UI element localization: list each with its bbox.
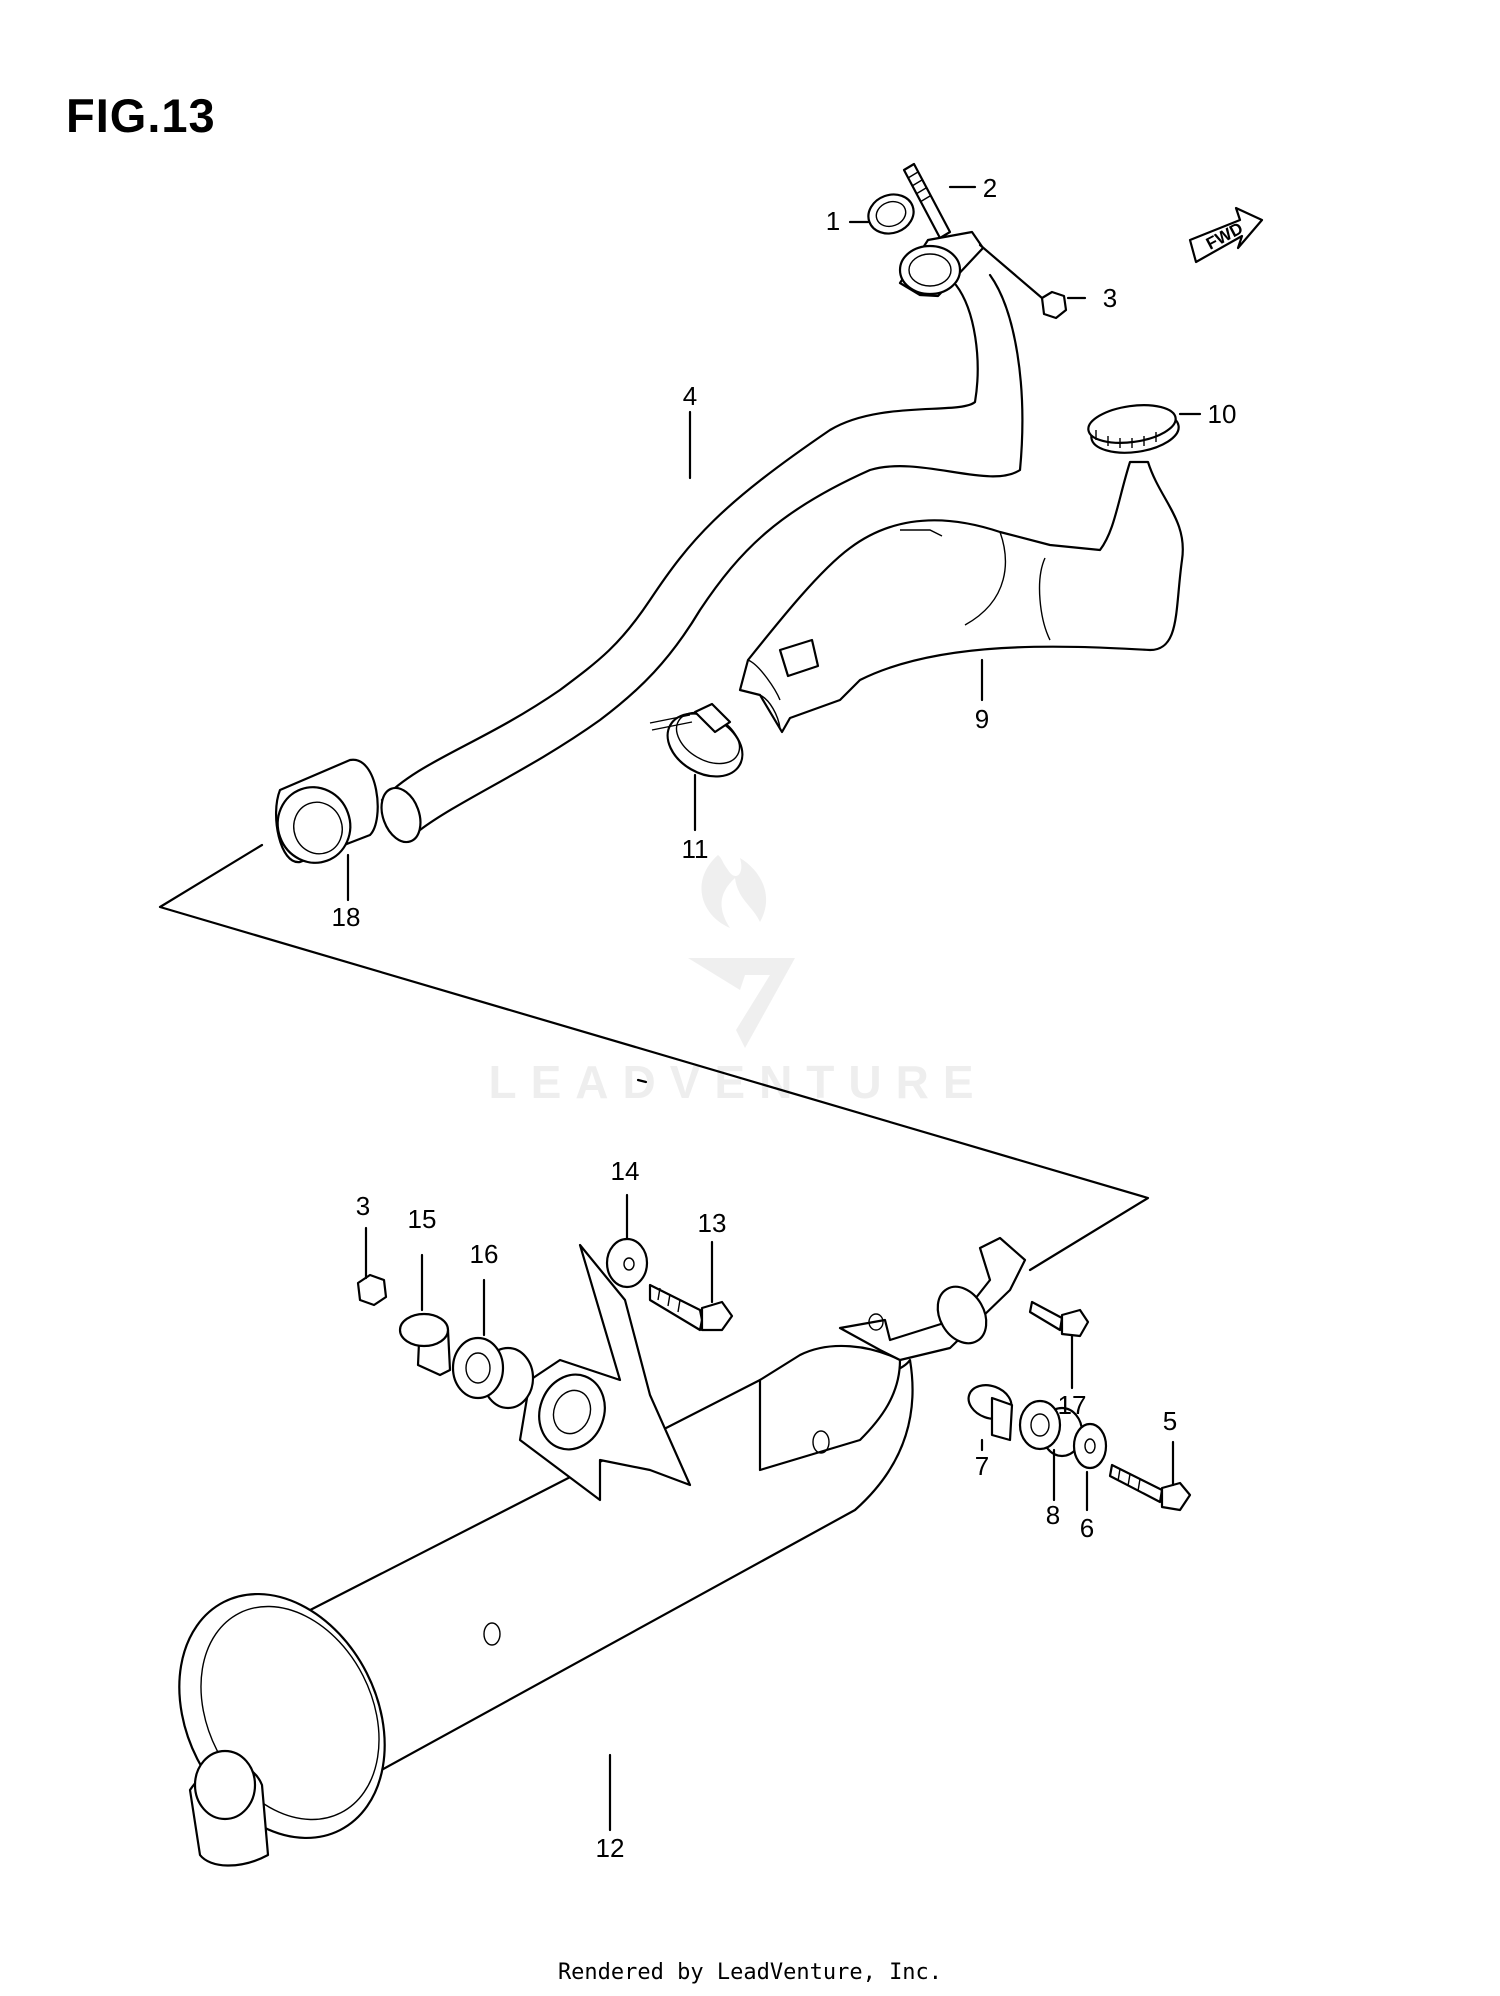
part-muffler xyxy=(178,1344,914,1867)
part-nut-lower xyxy=(356,1226,388,1307)
part-grommet-16 xyxy=(451,1278,535,1410)
part-washer-6 xyxy=(1072,1422,1108,1512)
callout-13: 13 xyxy=(698,1208,727,1238)
part-bolt-13 xyxy=(648,1240,734,1332)
callout-16: 16 xyxy=(470,1239,499,1269)
callout-3-upper: 3 xyxy=(1103,283,1117,313)
footer-credit: Rendered by LeadVenture, Inc. xyxy=(557,1960,943,1985)
part-exhaust-pipe xyxy=(380,230,1024,844)
part-hose-clamp xyxy=(649,702,744,778)
assembly-outline xyxy=(158,843,1150,1272)
callout-18: 18 xyxy=(332,902,361,932)
callout-10: 10 xyxy=(1208,399,1237,429)
callout-7: 7 xyxy=(975,1451,989,1481)
part-collar-7 xyxy=(967,1384,1014,1452)
leader-lines xyxy=(346,185,1202,1832)
part-gasket xyxy=(867,193,915,235)
fwd-label: FWD xyxy=(1203,219,1246,254)
callout-2: 2 xyxy=(983,173,997,203)
part-nut-upper xyxy=(978,243,1068,320)
callout-1: 1 xyxy=(826,206,840,236)
part-connector-sleeve xyxy=(275,758,379,864)
callout-3-lower: 3 xyxy=(356,1191,370,1221)
callouts: 1 2 3 4 10 9 11 18 14 13 3 15 16 17 5 7 … xyxy=(332,173,1237,1863)
callout-15: 15 xyxy=(408,1204,437,1234)
part-clamp-upper xyxy=(1087,404,1180,454)
part-heat-shield xyxy=(738,460,1184,734)
part-rear-bracket xyxy=(838,1236,1027,1362)
assembly-outline-dash xyxy=(636,1078,648,1084)
part-washer-14 xyxy=(605,1193,649,1289)
part-collar-15 xyxy=(398,1253,452,1377)
callout-17: 17 xyxy=(1058,1390,1087,1420)
callout-8: 8 xyxy=(1046,1500,1060,1530)
callout-9: 9 xyxy=(975,704,989,734)
part-muffler-bracket xyxy=(518,1243,692,1502)
callout-4: 4 xyxy=(683,381,697,411)
callout-14: 14 xyxy=(611,1156,640,1186)
callout-11: 11 xyxy=(682,834,709,864)
callout-5: 5 xyxy=(1163,1406,1177,1436)
watermark-text: LEADVENTURE xyxy=(488,1056,987,1108)
callout-12: 12 xyxy=(596,1833,625,1863)
part-stud-bolt xyxy=(902,162,952,240)
part-bolt-17 xyxy=(1028,1300,1090,1390)
part-bolt-5 xyxy=(1108,1440,1192,1512)
part-grommet-8 xyxy=(1018,1399,1084,1502)
watermark: LEADVENTURE xyxy=(488,855,987,1108)
callout-6: 6 xyxy=(1080,1513,1094,1543)
leadventure-logo-icon xyxy=(688,855,795,1048)
fwd-arrow-icon: FWD xyxy=(1188,206,1264,264)
figure-title: FIG.13 xyxy=(66,89,216,142)
